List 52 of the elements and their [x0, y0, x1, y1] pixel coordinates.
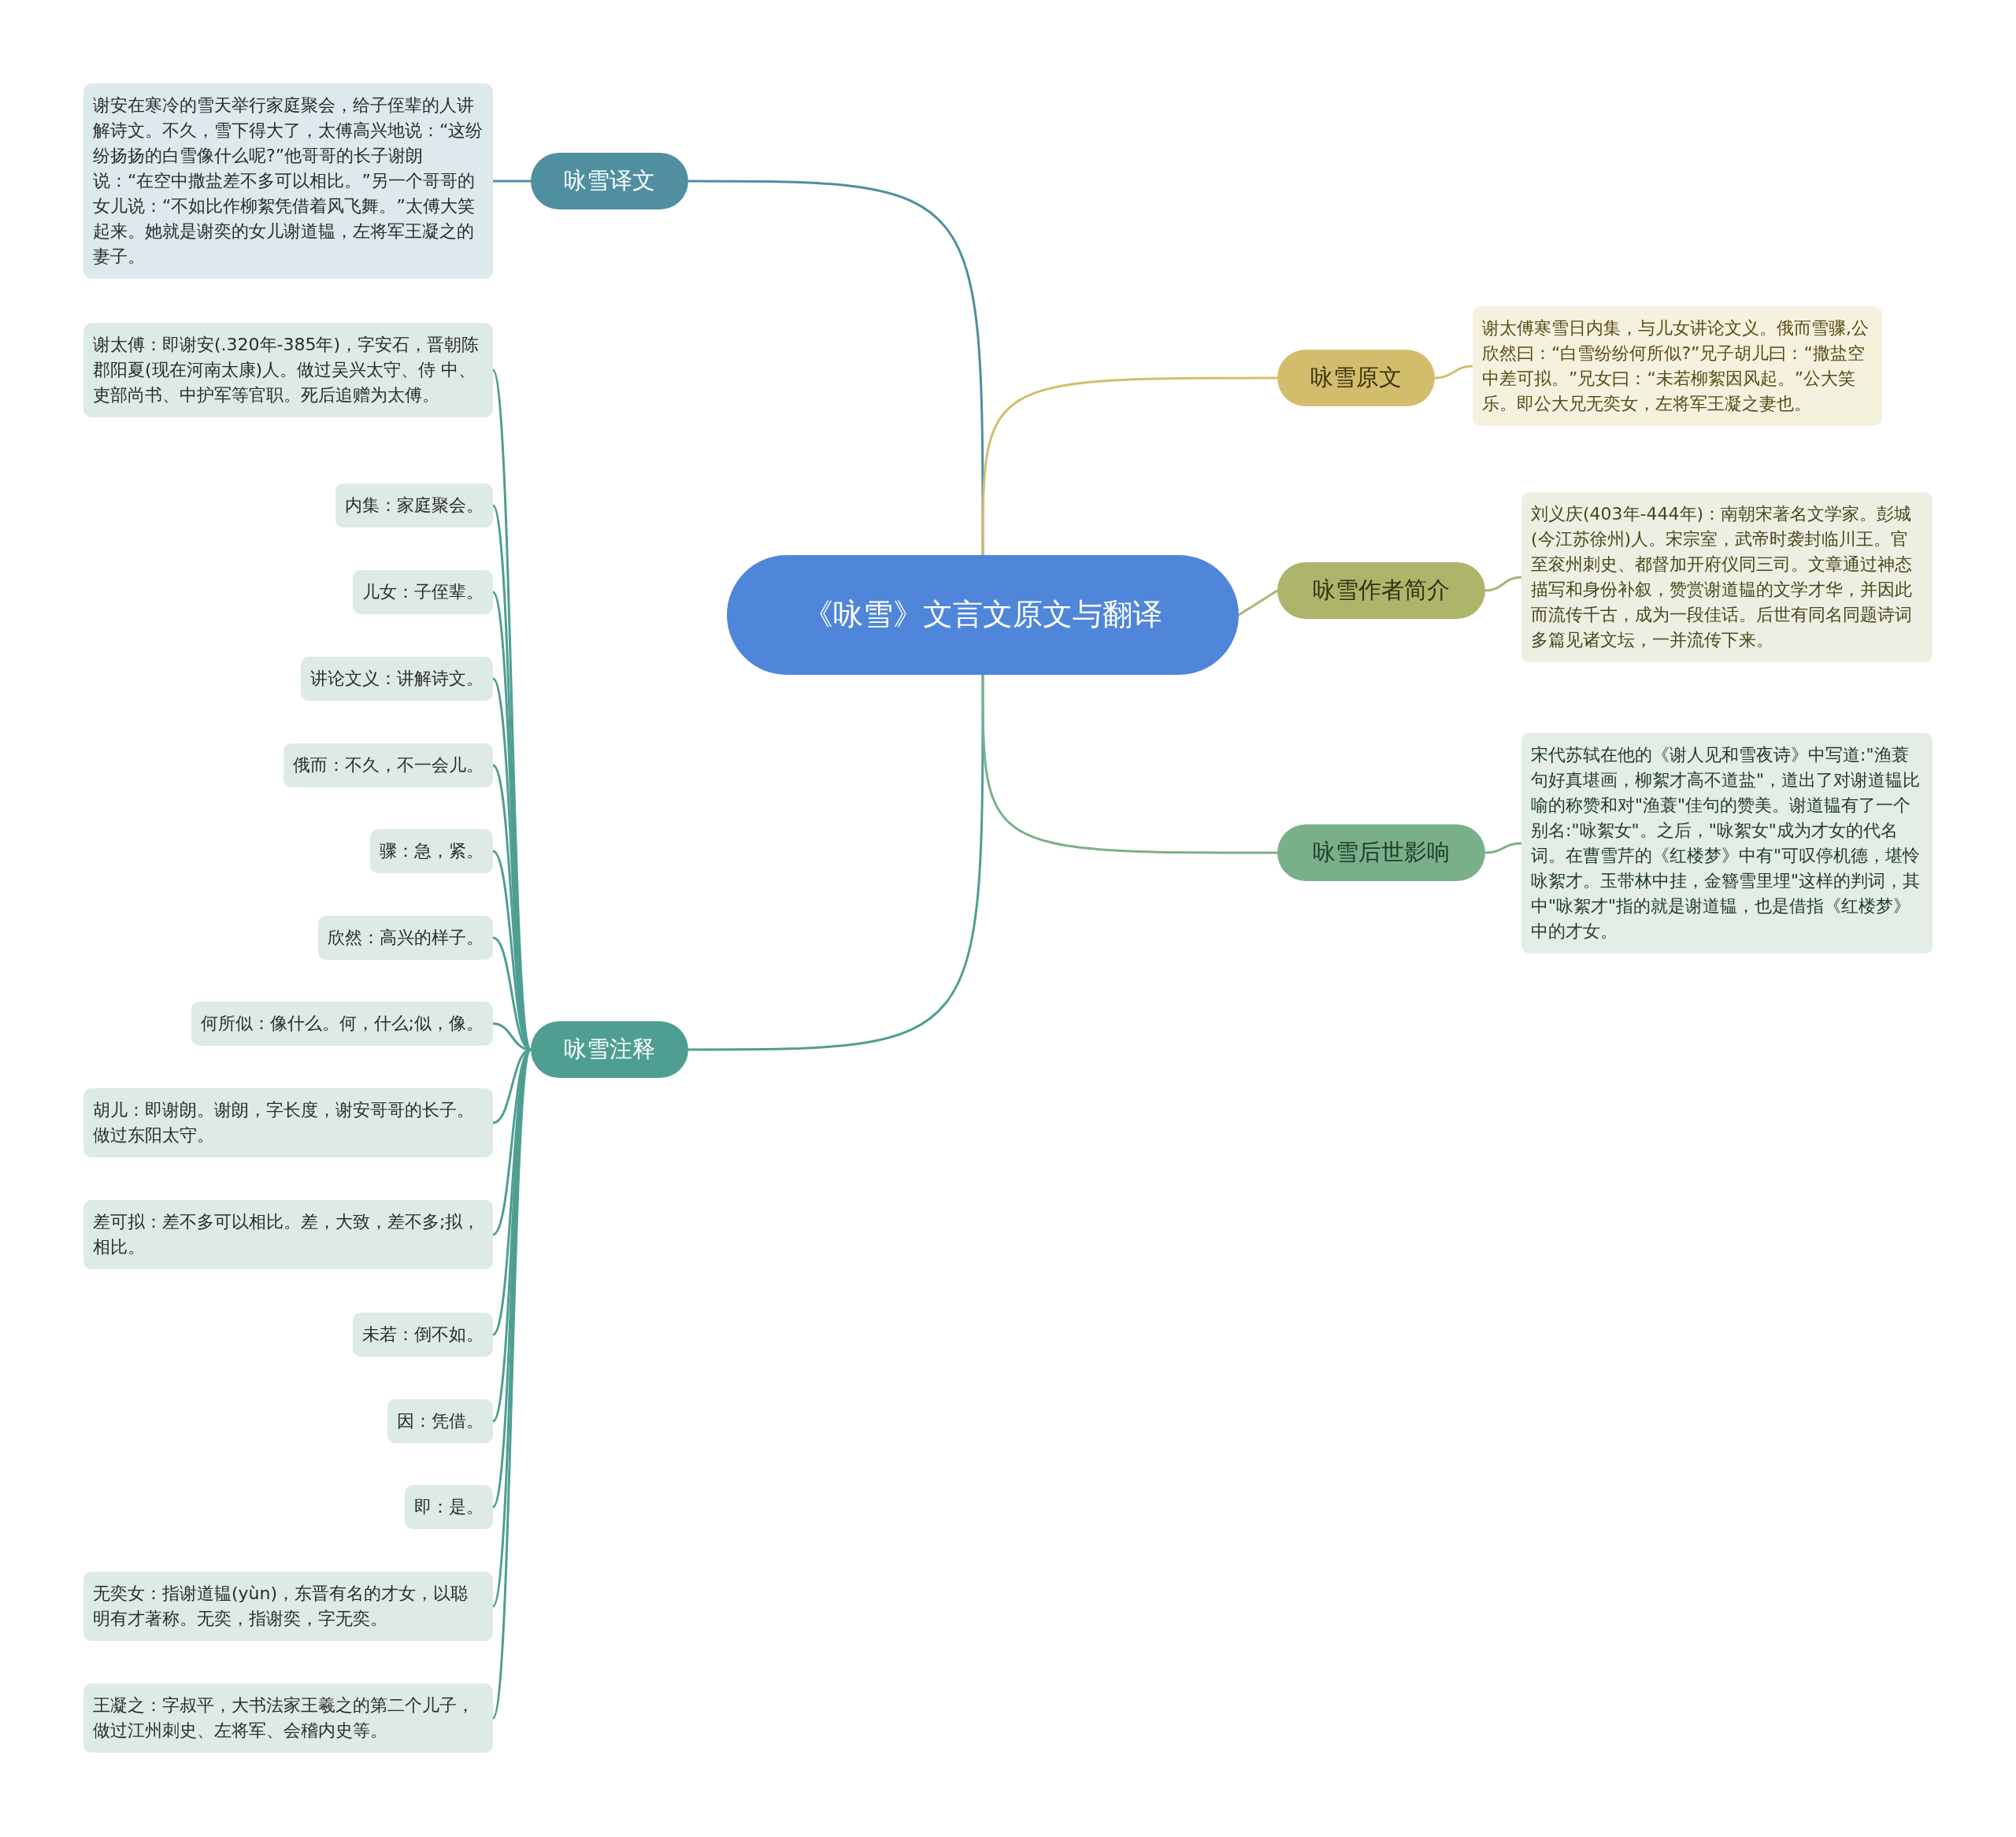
note-text: 讲论文义：讲解诗文。 — [310, 668, 484, 690]
card-text: 差可拟：差不多可以相比。差，大致，差不多;拟，相比。 — [93, 1211, 481, 1258]
connector-line — [981, 376, 1277, 555]
connector-line — [1484, 576, 1522, 592]
text-card — [83, 323, 493, 417]
connector-line — [1434, 365, 1473, 380]
card-text: 谢安在寒冷的雪天举行家庭聚会，给子侄辈的人讲解诗文。不久，雪下得大了，太傅高兴地说：“这纷纷扬扬的白雪像什么呢?”他哥哥的长子谢朗说：“在空中撒盐差不多可以相比。”另一个哥哥的女儿说：“不如比作柳絮凭借着风飞舞。”太傅大笑起来。她就是谢奕的女儿谢道韫，左将军王凝之的妻子。 — [93, 94, 484, 268]
connector-line — [688, 675, 984, 1051]
note-text: 俄而：不久，不一会儿。 — [293, 754, 484, 776]
branch-label: 咏雪注释 — [564, 1035, 655, 1064]
text-card — [1521, 492, 1933, 662]
note-text: 何所似：像什么。何，什么;似，像。 — [200, 1013, 484, 1035]
branch-label: 咏雪原文 — [1310, 363, 1402, 392]
branch-label: 咏雪作者简介 — [1313, 576, 1450, 605]
card-text: 刘义庆(403年-444年)：南朝宋著名文学家。彭城(今江苏徐州)人。宋宗室，武帝时袭封临川王。官至衮州刺史、都督加开府仪同三司。文章通过神态描写和身份补叙，赞赏谢道韫的文学才华，并因此而流传千古，成为一段佳话。后世有同名同题诗词多篇见诸文坛，一并流传下来。 — [1531, 503, 1913, 651]
card-text: 宋代苏轼在他的《谢人见和雪夜诗》中写道:"渔蓑句好真堪画，柳絮才高不道盐"，道出了对谢道韫比喻的称赞和对"渔蓑"佳句的赞美。谢道韫有了一个别名:"咏絮女"。之后，"咏絮女"成为才女的代名词。在曹雪芹的《红楼梦》中有"可叹停机德，堪怜咏絮才。玉带林中挂，金簪雪里埋"这样的判词，其中"咏絮才"指的就是谢道韫，也是借指《红楼梦》中的才女。 — [1531, 744, 1922, 943]
note-card — [353, 570, 493, 614]
connector-line — [981, 675, 1277, 854]
note-card — [353, 1313, 493, 1357]
root-title: 《咏雪》文言文原文与翻译 — [803, 596, 1162, 634]
card-text: 胡儿：即谢朗。谢朗，字长度，谢安哥哥的长子。做过东阳太守。 — [93, 1099, 475, 1146]
card-text: 谢太傅寒雪日内集，与儿女讲论文义。俄而雪骤,公欣然曰：“白雪纷纷何所似?”兄子胡儿曰：“撒盐空中差可拟。”兄女曰：“未若柳絮因风起。”公大笑乐。即公大兄无奕女，左将军王凝之妻也。 — [1482, 317, 1870, 415]
text-card — [83, 1683, 493, 1753]
connector-line — [493, 180, 531, 183]
text-card — [83, 1088, 493, 1157]
text-card — [83, 83, 493, 279]
note-text: 因：凭借。 — [397, 1410, 484, 1432]
note-text: 内集：家庭聚会。 — [345, 494, 484, 517]
note-card — [370, 829, 493, 873]
note-card — [387, 1399, 493, 1443]
note-text: 欣然：高兴的样子。 — [328, 927, 484, 949]
branch-label: 咏雪后世影响 — [1313, 838, 1450, 867]
connector-line — [688, 180, 984, 555]
note-text: 未若：倒不如。 — [362, 1324, 484, 1346]
text-card — [83, 1572, 493, 1641]
note-text: 骤：急，紧。 — [380, 840, 484, 862]
branch-label: 咏雪译文 — [564, 166, 655, 195]
card-text: 无奕女：指谢道韫(yùn)，东晋有名的才女，以聪明有才著称。无奕，指谢奕，字无奕。 — [93, 1583, 469, 1630]
note-card — [318, 916, 493, 960]
connector-line — [1484, 842, 1522, 854]
note-card — [284, 743, 493, 787]
note-text: 儿女：子侄辈。 — [362, 581, 484, 603]
card-text: 谢太傅：即谢安(.320年-385年)，字安石，晋朝陈郡阳夏(现在河南太康)人。做过吴兴太守、侍 中、吏部尚书、中护军等官职。死后追赠为太傅。 — [93, 334, 480, 406]
card-text: 王凝之：字叔平，大书法家王羲之的第二个儿子，做过江州刺史、左将军、会稽内史等。 — [93, 1694, 475, 1742]
note-card — [335, 483, 493, 528]
text-card — [1473, 306, 1882, 426]
note-card — [301, 657, 493, 701]
note-card — [405, 1485, 493, 1529]
connector-line — [1238, 589, 1278, 617]
note-text: 即：是。 — [414, 1496, 484, 1518]
text-card — [83, 1200, 493, 1269]
note-card — [191, 1002, 493, 1046]
